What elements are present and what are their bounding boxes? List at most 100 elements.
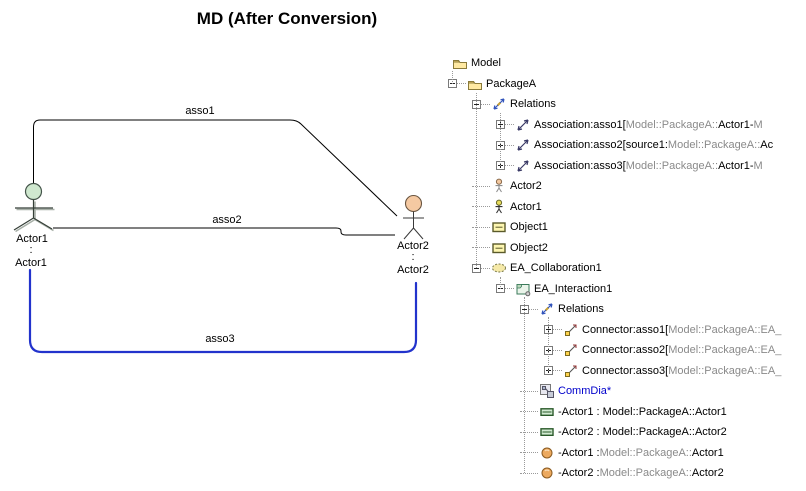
tree-row-object1[interactable]: Object1	[440, 217, 806, 238]
tree-row-actor2[interactable]: Actor2	[440, 176, 806, 197]
lifeline-icon	[539, 404, 555, 420]
asso3-label[interactable]: asso3	[205, 333, 234, 345]
tree-row-packagea[interactable]: PackageA	[440, 74, 806, 95]
diagram-title: MD (After Conversion)	[196, 9, 378, 28]
tree-branch-line	[548, 317, 549, 371]
tree-connector-stub	[520, 431, 538, 433]
tree-indent-slot	[472, 99, 491, 109]
tree-connector-stub	[520, 411, 538, 413]
tree-row-commdia[interactable]: CommDia*	[440, 381, 806, 402]
tree-indent-slot	[496, 161, 515, 171]
tree-row-ea-collaboration1[interactable]: EA_Collaboration1	[440, 258, 806, 279]
diagram-icon	[539, 383, 555, 399]
actor1-name-label[interactable]: Actor1	[16, 233, 48, 245]
tree-connector-stub	[553, 329, 562, 331]
tree-row-label-segment: Model::PackageA::EA_	[668, 364, 782, 377]
actor2-type-label[interactable]: Actor2	[397, 264, 429, 276]
actor1-figure[interactable]	[13, 182, 55, 233]
asso2-label[interactable]: asso2	[212, 214, 241, 226]
tree-connector-stub	[520, 452, 538, 454]
tree-row-label-segment: M	[753, 118, 763, 131]
tree-row-label-segment: CommDia*	[558, 385, 612, 398]
tree-connector-stub	[520, 390, 538, 392]
actor1-colon: :	[29, 244, 32, 256]
tree-branch-line	[524, 297, 525, 473]
tree-indent-slot	[496, 120, 515, 130]
tree-connector-stub	[472, 247, 490, 249]
tree-row-label-segment: Association:asso1[	[534, 118, 626, 131]
actor1-body	[13, 199, 53, 231]
tree-indent-slot	[472, 206, 491, 208]
actor-orange-icon	[491, 178, 507, 194]
relations-icon	[539, 301, 555, 317]
tree-row-ea-interaction1[interactable]: EA_Interaction1	[440, 279, 806, 300]
tree-row-label-segment: Relations	[558, 303, 604, 316]
tree-row-model[interactable]: Model	[440, 53, 806, 74]
object-icon	[491, 219, 507, 235]
actor2-figure[interactable]	[403, 194, 424, 240]
asso1-label[interactable]: asso1	[185, 105, 214, 117]
tree-indent-slot	[520, 411, 539, 413]
tree-row-label-segment: Connector:asso3[	[582, 364, 669, 377]
actor2-colon: :	[411, 251, 414, 263]
tree-row-label-segment: source1:	[625, 139, 668, 152]
asso3-line[interactable]	[28, 268, 418, 354]
tree-row-actor2-model-packagea-acto[interactable]: -Actor2 : Model::PackageA::Actor2	[440, 422, 806, 443]
tree-row-label-segment: Model	[471, 57, 501, 70]
tree-connector-stub	[505, 124, 514, 126]
tree-row-actor1-model-packagea-acto[interactable]: -Actor1 : Model::PackageA::Actor1	[440, 402, 806, 423]
tree-row-label-segment: -Actor2 : Model::PackageA::Actor2	[558, 426, 727, 439]
tree-row-label-segment: Object2	[510, 241, 548, 254]
tree-indent-slot	[472, 226, 491, 228]
folder-icon	[467, 76, 483, 92]
tree-row-label-segment: Model::PackageA::	[667, 139, 761, 152]
tree-row-label-segment: -	[749, 118, 754, 131]
tree-row-label-segment: Actor2	[510, 180, 542, 193]
tree-row-connector-asso2-model-pack[interactable]: Connector:asso2[Model::PackageA::EA_	[440, 340, 806, 361]
tree-indent-slot	[472, 263, 491, 273]
tree-branch-line	[500, 277, 501, 289]
tree-indent-slot	[472, 247, 491, 249]
tree-row-label-segment: Association:asso3[	[534, 159, 626, 172]
connector-icon	[563, 363, 579, 379]
tree-row-relations[interactable]: Relations	[440, 299, 806, 320]
connector-icon	[563, 342, 579, 358]
tree-row-object2[interactable]: Object2	[440, 238, 806, 259]
tree-indent-slot	[472, 185, 491, 187]
tree-row-label-segment: EA_Interaction1	[534, 282, 613, 295]
tree-indent-slot	[544, 325, 563, 335]
actor2-name-label[interactable]: Actor2	[397, 240, 429, 252]
actor1-type-label[interactable]: Actor1	[15, 257, 47, 269]
tree-row-actor1-model-packagea-acto[interactable]: -Actor1 : Model::PackageA::Actor1	[440, 443, 806, 464]
tree-row-relations[interactable]: Relations	[440, 94, 806, 115]
tree-row-connector-asso1-model-pack[interactable]: Connector:asso1[Model::PackageA::EA_	[440, 320, 806, 341]
tree-row-actor2-model-packagea-acto[interactable]: -Actor2 : Model::PackageA::Actor2	[440, 463, 806, 484]
tree-row-label-segment: Connector:asso2[	[582, 344, 669, 357]
actor-yellow-icon	[491, 199, 507, 215]
tree-branch-line	[452, 71, 453, 84]
asso1-line[interactable]	[33, 119, 398, 217]
tree-row-association-asso2-source1-[interactable]: Association:asso2[source1:Model::Package…	[440, 135, 806, 156]
tree-connector-stub	[481, 103, 490, 105]
tree-row-label-segment: Model::PackageA::	[599, 446, 692, 459]
tree-row-label-segment: Actor1	[718, 118, 750, 131]
tree-indent-slot	[520, 472, 539, 474]
tree-row-label-segment: Ac	[760, 139, 774, 152]
tree-indent-slot	[496, 284, 515, 294]
collaboration-icon	[491, 260, 507, 276]
tree-connector-stub	[472, 226, 490, 228]
tree-connector-stub	[505, 165, 514, 167]
asso2-line[interactable]	[53, 227, 395, 236]
tree-row-label-segment: Connector:asso1[	[582, 323, 669, 336]
tree-row-connector-asso3-model-pack[interactable]: Connector:asso3[Model::PackageA::EA_	[440, 361, 806, 382]
association-icon	[515, 137, 531, 153]
tree-branch-line	[500, 113, 501, 166]
tree-connector-stub	[505, 144, 514, 146]
tree-row-actor1[interactable]: Actor1	[440, 197, 806, 218]
tree-indent-slot	[520, 431, 539, 433]
tree-row-association-asso3-model-pa[interactable]: Association:asso3[Model::PackageA::Actor…	[440, 156, 806, 177]
tree-indent-slot	[520, 452, 539, 454]
tree-row-label-segment: Model::PackageA::	[625, 159, 719, 172]
tree-row-association-asso1-model-pa[interactable]: Association:asso1[Model::PackageA::Actor…	[440, 115, 806, 136]
